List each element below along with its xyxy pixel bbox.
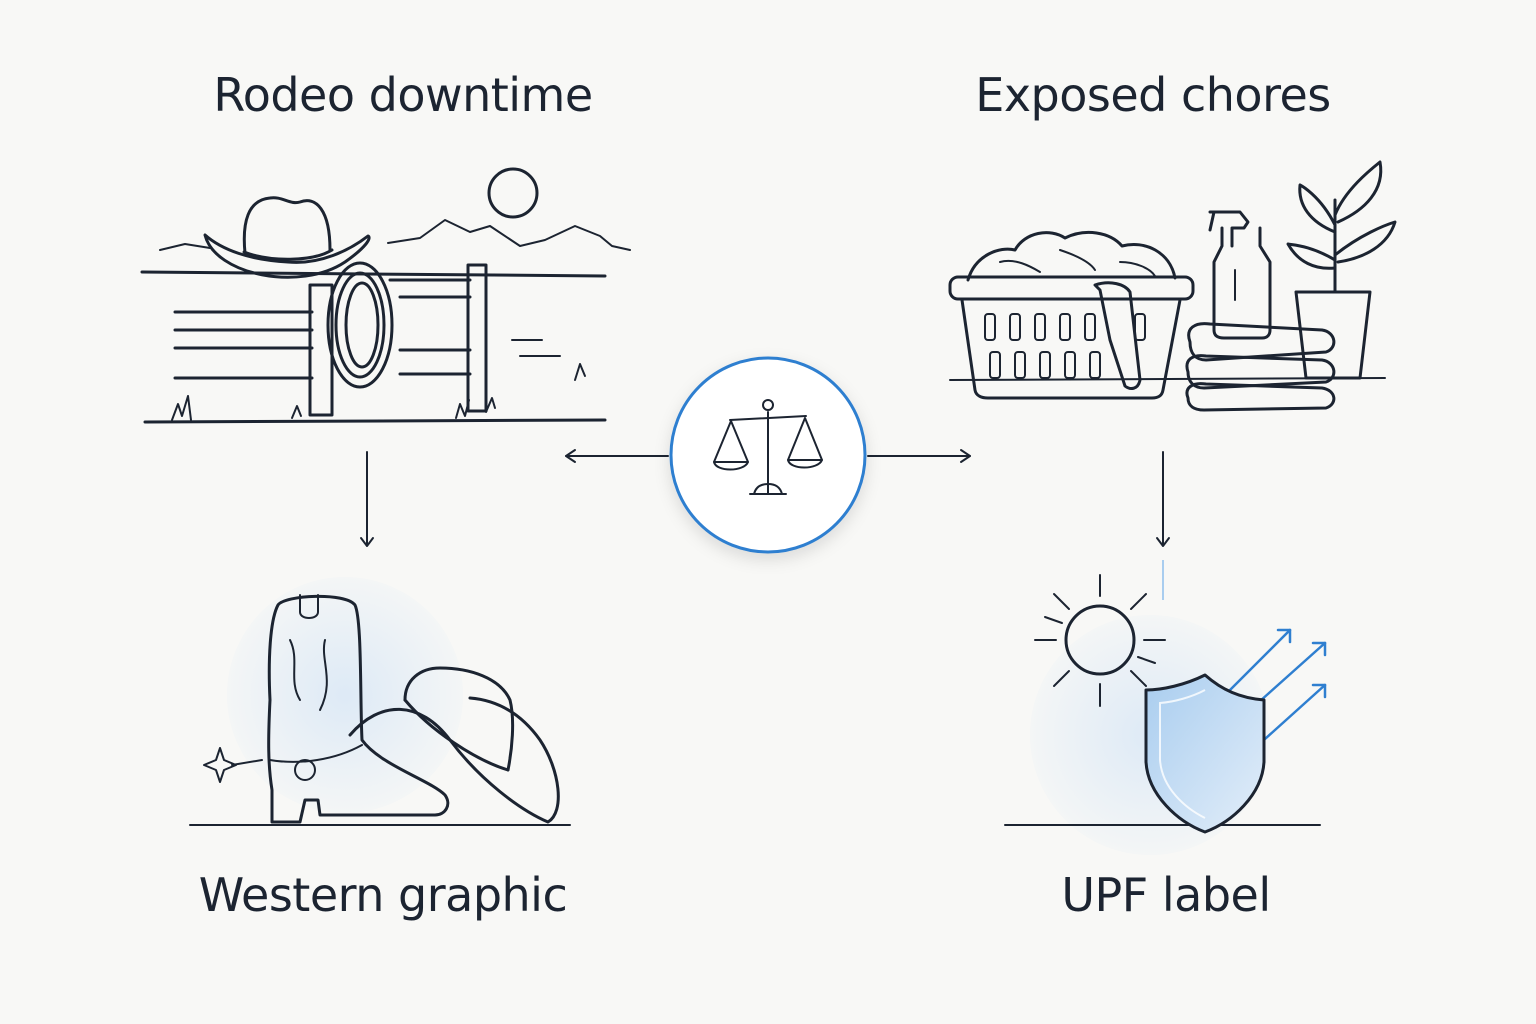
spray-bottle-icon	[1208, 210, 1272, 340]
label-western-graphic: Western graphic	[198, 868, 568, 922]
arrow-down-right	[1156, 451, 1170, 547]
potted-plant-icon	[1286, 160, 1397, 380]
arrow-right	[867, 449, 971, 463]
shield-icon	[1144, 673, 1266, 834]
folded-towels-icon	[1185, 322, 1336, 412]
arrow-left	[565, 449, 669, 463]
cowboy-hat-icon	[203, 196, 371, 279]
label-upf-label: UPF label	[1061, 868, 1271, 922]
mountains-icon	[387, 219, 631, 251]
label-rodeo-downtime: Rodeo downtime	[213, 68, 593, 122]
cowboy-hat-icon	[348, 666, 560, 824]
sun-shield-icon	[1004, 560, 1327, 855]
balance-scale-icon	[669, 356, 867, 554]
fence-icon	[140, 263, 607, 424]
ranch-scene-icon	[140, 167, 631, 424]
laundry-pile-icon	[966, 231, 1177, 282]
label-exposed-chores: Exposed chores	[975, 68, 1331, 122]
cowboy-boot-icon	[203, 594, 450, 824]
western-graphic-icon	[189, 577, 571, 826]
sun-icon	[1034, 574, 1166, 707]
sun-icon	[487, 167, 539, 219]
arrow-down-left	[360, 451, 374, 547]
laundry-basket-icon	[948, 275, 1195, 400]
lasso-icon	[326, 261, 394, 389]
chores-scene-icon	[948, 160, 1397, 412]
